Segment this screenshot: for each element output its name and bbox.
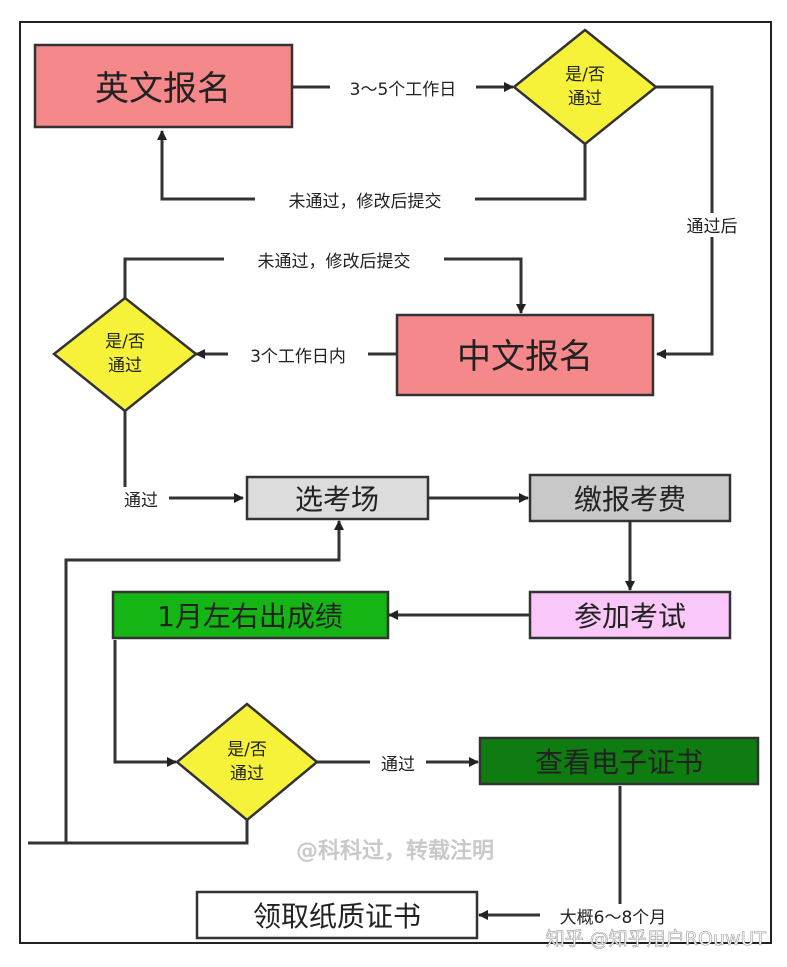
node-pay-exam-fee xyxy=(528,473,732,523)
edge-label-within-3-days: 3个工作日内 xyxy=(250,347,346,367)
node-view-e-certificate xyxy=(478,736,760,786)
node-label-results: 1月左右出成绩 xyxy=(157,600,343,633)
node-paper-certificate xyxy=(195,890,479,940)
edge-label-after-pass: 通过后 xyxy=(687,217,738,237)
decision-english-line2: 通过 xyxy=(568,89,602,109)
node-label-take-exam: 参加考试 xyxy=(574,600,686,633)
edge-d2-pass xyxy=(123,411,244,503)
diagram-frame xyxy=(19,21,772,944)
decision-chinese-line2: 通过 xyxy=(108,356,142,376)
edge-label-pass-2: 通过 xyxy=(381,755,415,775)
edge-label-fail-resubmit-1: 未通过，修改后提交 xyxy=(289,192,442,212)
edge-d3-fail-up xyxy=(64,520,344,843)
node-choose-exam-site xyxy=(245,475,430,521)
edge-label-fail-resubmit-2: 未通过，修改后提交 xyxy=(258,252,411,272)
edge-d3-fail xyxy=(28,820,249,845)
node-label-choose-exam-site: 选考场 xyxy=(295,483,379,516)
node-english-registration xyxy=(33,43,294,129)
edge-label-pass-1: 通过 xyxy=(124,491,158,511)
decision-exam-line1: 是/否 xyxy=(227,740,267,760)
watermark-corner: 知乎 @知乎用户ROuwUT xyxy=(546,928,767,950)
decision-chinese-review xyxy=(51,296,199,413)
decision-english-line1: 是/否 xyxy=(565,65,605,85)
node-take-exam xyxy=(528,590,732,640)
edge-label-6-8-months: 大概6～8个月 xyxy=(560,908,667,928)
watermark-center: @科科过，转载注明 xyxy=(296,838,494,864)
decision-english-review xyxy=(512,28,658,146)
decision-exam-pass xyxy=(175,702,319,822)
node-results xyxy=(111,590,390,640)
decision-exam-line2: 通过 xyxy=(230,764,264,784)
edge-view-to-paper xyxy=(478,786,622,920)
node-label-chinese-registration: 中文报名 xyxy=(457,337,593,377)
edge-results-to-d3 xyxy=(113,640,177,767)
node-label-english-registration: 英文报名 xyxy=(95,69,231,109)
node-chinese-registration xyxy=(395,313,655,397)
node-label-view-e-certificate: 查看电子证书 xyxy=(535,746,703,779)
node-label-pay-exam-fee: 缴报考费 xyxy=(574,483,686,516)
node-label-paper-certificate: 领取纸质证书 xyxy=(253,900,421,933)
edge-label-3-5-days: 3～5个工作日 xyxy=(350,80,457,100)
decision-chinese-line1: 是/否 xyxy=(105,332,145,352)
